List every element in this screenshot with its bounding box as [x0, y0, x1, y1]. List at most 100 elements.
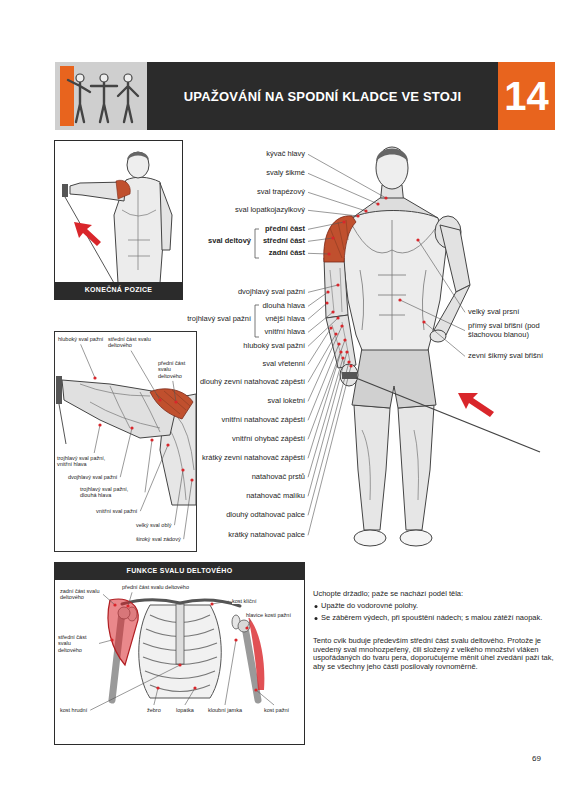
- leader-line: [185, 688, 195, 705]
- leader-dot: [342, 220, 345, 223]
- anatomy-label: sval loketní: [267, 397, 305, 406]
- main-figure: [342, 211, 446, 351]
- anatomy-label: sval lopatkojazylkový: [235, 206, 305, 215]
- leader-dot: [336, 316, 339, 319]
- leader-line: [173, 381, 176, 402]
- panel-caption-bar: KONEČNÁ POZICE: [55, 282, 182, 299]
- anatomy-label: přední část svalu deltového: [122, 584, 189, 590]
- leader-line: [140, 445, 168, 511]
- anatomy-label: vnitřní hlava: [265, 328, 305, 337]
- leader-line: [128, 592, 132, 606]
- anatomy-label: dlouhý zevní natahovač zápěstí: [200, 378, 305, 387]
- bracket: [255, 229, 259, 337]
- thumbnail-figures: [76, 74, 84, 82]
- leader-line: [308, 312, 333, 332]
- leader-line: [308, 253, 329, 255]
- anatomy-label: zadní část svalu deltového: [60, 588, 100, 601]
- leader-dot: [327, 252, 330, 255]
- leader-dot: [113, 603, 116, 606]
- main-figure: [400, 530, 432, 546]
- page-number: 69: [532, 754, 541, 763]
- bracket: [255, 229, 259, 258]
- anatomy-label: kost klíční: [232, 598, 256, 604]
- leader-line: [308, 285, 338, 292]
- anatomy-label: sval trapézový: [257, 188, 305, 197]
- leader-line: [154, 688, 158, 705]
- anatomy-label: velký sval oblý: [136, 522, 171, 528]
- leader-dot: [156, 686, 159, 689]
- shoulder-detail: [56, 376, 62, 404]
- anatomy-label: svaly šikmé: [266, 169, 305, 178]
- thumbnail-figures: [68, 80, 90, 122]
- leader-line: [225, 640, 236, 705]
- main-figure: [330, 220, 348, 258]
- leader-line: [308, 192, 366, 211]
- leader-dot: [158, 398, 161, 401]
- thumbnail-ground: [55, 62, 147, 130]
- skeleton-figure: [150, 685, 210, 692]
- skeleton-figure: [122, 600, 240, 606]
- main-figure: [324, 258, 348, 318]
- shoulder-detail: [80, 384, 160, 432]
- shoulder-detail: [55, 332, 197, 552]
- main-figure: [352, 220, 438, 340]
- skeleton-figure: [108, 599, 138, 665]
- final-position-figure: [74, 222, 101, 246]
- final-position-figure: [160, 183, 172, 250]
- leader-dot: [343, 338, 346, 341]
- shoulder-detail: [59, 404, 66, 444]
- final-position-figure: [127, 152, 149, 160]
- shoulder-detail: [55, 332, 197, 552]
- anatomy-label: velký sval prsní: [468, 308, 519, 317]
- leader-line: [103, 594, 115, 605]
- main-figure: [362, 430, 419, 500]
- main-figure: [376, 149, 408, 163]
- main-figure: [326, 315, 356, 368]
- final-position-figure: [114, 177, 165, 283]
- main-figure: [440, 225, 470, 292]
- skeleton-figure: [176, 604, 184, 664]
- leader-line: [81, 344, 95, 378]
- leader-dot: [349, 364, 352, 367]
- instruction-text: Se záběrem výdech, při spouštění nádech;…: [321, 614, 542, 623]
- leader-line: [400, 300, 465, 331]
- anatomy-label: vnitřní ohybač zápěstí: [232, 435, 305, 444]
- anatomy-label: přední část: [265, 225, 305, 234]
- anatomy-label: krátký natahovač palce: [228, 531, 305, 540]
- leader-line: [308, 173, 378, 204]
- leader-dot: [364, 209, 367, 212]
- leader-line: [308, 210, 358, 216]
- bullet: [315, 617, 318, 620]
- header-bar: [55, 62, 498, 130]
- anatomy-label: přední část svalu deltového: [158, 360, 195, 379]
- final-position-figure: [122, 190, 156, 270]
- final-position-figure: [62, 184, 68, 197]
- anatomy-label: přímý sval břišní (pod šlachovou blanou): [468, 322, 560, 339]
- leader-dot: [126, 604, 129, 607]
- leader-dot: [336, 283, 339, 286]
- anatomy-label: kost pažní: [264, 707, 289, 713]
- anatomy-label: trojhlavý sval pažní, dlouhá hlava: [80, 486, 142, 499]
- final-position-figure: [62, 152, 172, 283]
- figure-panel: KONEČNÁ POZICE: [54, 140, 183, 300]
- leader-dot: [150, 438, 153, 441]
- anatomy-label: kost hrudní: [60, 707, 87, 713]
- anatomy-label: hluboký sval pažní: [243, 342, 305, 351]
- anatomy-label: žebro: [147, 707, 161, 713]
- leader-dot: [178, 663, 181, 666]
- anatomy-label: střední část svalu deltového: [58, 634, 96, 653]
- final-position-figure: [65, 197, 114, 283]
- thumbnail-accent: [60, 66, 74, 126]
- leader-dot: [340, 324, 343, 327]
- leader-line: [308, 303, 327, 319]
- leader-line: [308, 362, 349, 515]
- leader-line: [418, 240, 465, 312]
- anatomy-label: kývač hlavy: [266, 150, 305, 159]
- leader-dot: [341, 356, 344, 359]
- leader-line: [99, 640, 112, 643]
- main-figure: [398, 405, 434, 530]
- leader-line: [94, 425, 100, 453]
- shoulder-detail: [150, 389, 193, 419]
- skeleton-figure: [238, 620, 250, 632]
- header-art: [55, 62, 498, 130]
